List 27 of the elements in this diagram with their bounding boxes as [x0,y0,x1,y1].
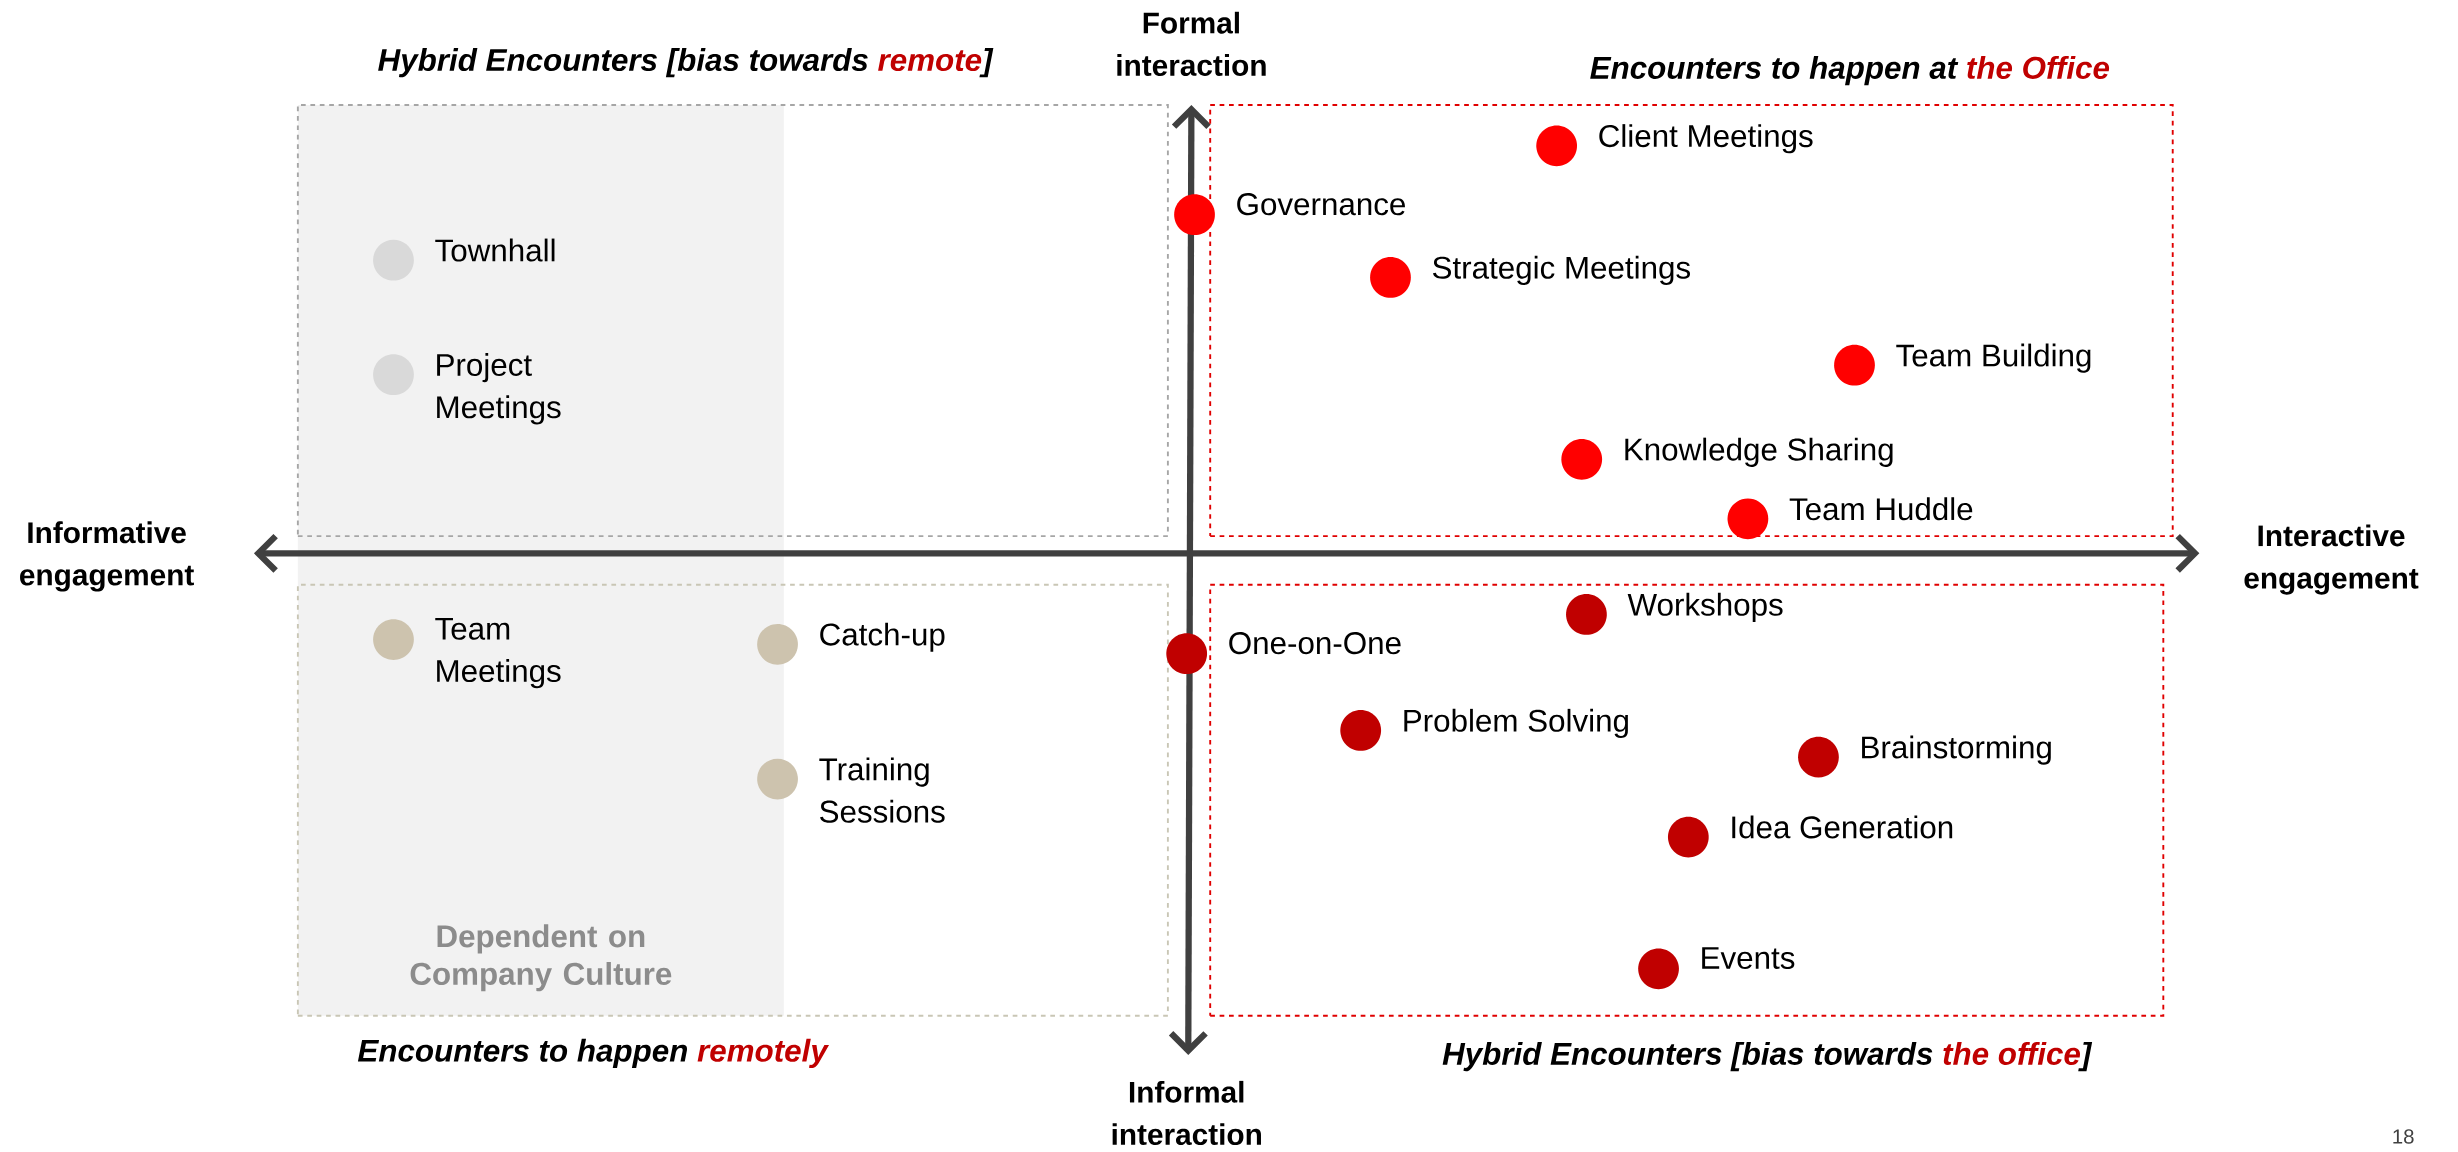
axis-label: Informative engagement [20,521,194,592]
node-label: Workshops [1627,592,1783,622]
node-label: Governance [1237,193,1405,216]
node-label: Events [1702,947,1795,969]
axis-label: Formal interaction [1117,11,1266,76]
node-label: Team Huddle [1789,497,1973,521]
node-label: Strategic Meetings [1432,255,1690,285]
node-label: Catch-up [820,622,945,652]
quadrant-heading: Encounters to happen at the Office [1590,55,2110,86]
node-label: Team Meetings [435,617,561,689]
quadrant-heading: Encounters to happen remotely [357,1038,830,1068]
quadrant-heading: Hybrid Encounters [bias towards the office] [1442,1041,2093,1072]
node-label: Idea Generation [1732,815,1953,839]
node-label: Client Meetings [1599,124,1813,154]
axis-label: Interactive engagement [2244,524,2419,595]
page-number: 18 [2393,1129,2414,1144]
node-label: One-on-One [1229,631,1401,655]
node-label: Project Meetings [437,352,561,425]
axis-label: Informal interaction [1112,1080,1261,1145]
node-label: Brainstorming [1862,735,2051,765]
node-label: Townhall [435,238,555,262]
band-label: Dependent on Company Culture [410,924,672,992]
node-label: Training Sessions [819,757,945,823]
node-label: Knowledge Sharing [1625,437,1893,467]
quadrant-heading: Hybrid Encounters [bias towards remote] [378,48,994,78]
node-label: Team Building [1896,343,2091,373]
node-label: Problem Solving [1404,708,1628,739]
